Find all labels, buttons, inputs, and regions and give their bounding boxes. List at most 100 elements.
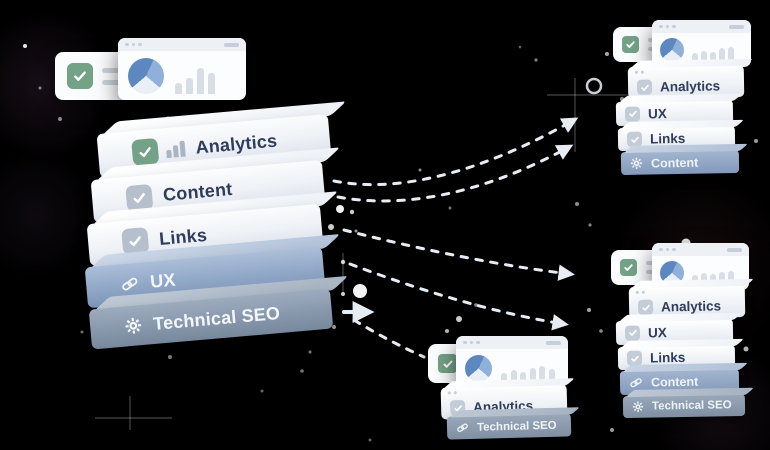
green-check-icon (622, 36, 639, 53)
address-pill (546, 340, 561, 345)
window-dot-icon (125, 42, 129, 47)
layer-ux: UX (615, 99, 734, 127)
checkbox-icon (121, 227, 150, 256)
gear-icon (632, 401, 644, 413)
layer-label: UX (149, 269, 177, 292)
window-dot-icon (665, 247, 669, 252)
particle-dot (518, 45, 522, 49)
green-check-icon (620, 259, 637, 276)
layer-content: Content (619, 368, 740, 396)
noise-patch (0, 140, 90, 290)
layer-label: Content (650, 374, 699, 390)
dashed-arrow-to-top-right-a (332, 117, 579, 187)
layer-label: Technical SEO (152, 302, 281, 334)
window-dot-icon (659, 24, 663, 29)
particle-dot (340, 259, 346, 265)
particle-dot (610, 428, 614, 432)
layer-links: Links (617, 344, 736, 371)
layer-analytics: Analytics (628, 284, 746, 320)
chain-link-icon (630, 378, 642, 388)
particle-dot (743, 346, 749, 352)
layer-links: Links (86, 191, 338, 267)
window-dot-icon (659, 247, 663, 252)
bar-chart (692, 47, 734, 62)
layer-ux: UX (615, 318, 734, 346)
checkbox-icon (624, 106, 641, 122)
dashed-arrow-to-bottom-right-a (342, 228, 575, 281)
dashboard-preview (118, 51, 246, 103)
particle-dot (605, 52, 609, 56)
particle-dot (754, 139, 758, 143)
window-dot-icon (672, 247, 676, 252)
layer-label: Analytics (660, 298, 722, 315)
pie-chart (465, 355, 492, 382)
green-check-icon (438, 354, 457, 373)
gear-icon (630, 157, 643, 169)
dashed-arrow-to-bottom-middle (352, 318, 426, 359)
particle-dot (575, 202, 579, 206)
particle-dot (445, 329, 449, 333)
layer-analytics: Analytics (96, 101, 346, 179)
dashed-arrow-to-top-right-b (336, 144, 574, 203)
particle-dot (341, 292, 345, 296)
chain-link-icon (122, 277, 138, 291)
layer-label: Technical SEO (651, 399, 732, 413)
window-dot-icon (476, 340, 480, 345)
particle-dot (260, 389, 264, 393)
browser-titlebar (652, 20, 751, 33)
green-checkbox-icon (131, 137, 160, 167)
browser-titlebar (456, 336, 568, 349)
particle-dot (599, 329, 603, 333)
address-pill (727, 247, 742, 252)
particle-dot (587, 308, 591, 312)
layer-technical-seo: Technical SEO (88, 275, 348, 350)
layer-label: UX (647, 324, 667, 340)
checkbox-icon (636, 79, 653, 95)
particle-dot (300, 369, 304, 373)
dashboard-preview (652, 33, 751, 69)
pie-chart (128, 58, 164, 94)
chain-link-icon (457, 423, 468, 432)
address-pill (224, 42, 239, 47)
bar-chart (501, 366, 555, 382)
dashed-arrow-to-bottom-right-b (348, 262, 569, 331)
layer-label: Content (650, 155, 699, 171)
particle-dot (336, 205, 344, 213)
particle-dot (168, 355, 172, 359)
bar-chart (175, 68, 215, 94)
particle-dot (353, 284, 367, 298)
particle-dot (368, 438, 372, 442)
checkbox-icon (626, 350, 643, 366)
particle-dot (474, 303, 478, 307)
layer-content: Content (620, 149, 740, 176)
particle-dot (588, 223, 592, 227)
browser-titlebar (118, 38, 246, 51)
window-dot-icon (131, 42, 135, 47)
layer-technical-seo: Technical SEO (446, 413, 572, 440)
checkbox-icon (125, 183, 154, 212)
particle-dot (534, 58, 538, 62)
particle-dot (308, 350, 312, 354)
checkbox-icon (626, 131, 643, 147)
bars-icon (165, 140, 186, 159)
layer-label: Analytics (659, 78, 721, 95)
layer-ux: UX (84, 234, 340, 309)
particle-dot (418, 168, 422, 172)
layer-links: Links (617, 125, 736, 152)
particle-dot (349, 209, 355, 215)
layer-content: Content (90, 147, 340, 224)
particle-dot (38, 86, 42, 90)
particle-dot (354, 229, 358, 233)
window-dot-icon (672, 24, 676, 29)
address-pill (729, 24, 744, 29)
layer-analytics: Analytics (627, 64, 745, 100)
window-dot-icon (463, 340, 467, 345)
particle-dot (456, 316, 462, 322)
layer-label: Technical SEO (476, 419, 557, 434)
particle-dot (328, 224, 334, 230)
checkbox-icon (624, 325, 641, 341)
dashboard-preview (456, 349, 568, 390)
gear-icon (125, 317, 142, 334)
checkbox-icon (637, 299, 654, 315)
